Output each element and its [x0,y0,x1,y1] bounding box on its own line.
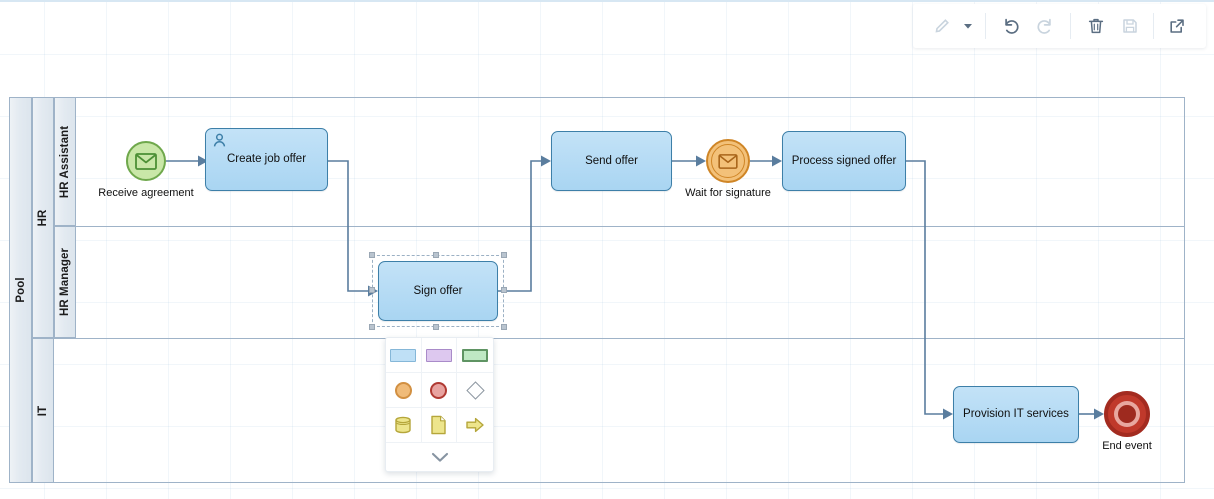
lane-label-it: IT [37,405,49,416]
resize-handle-w[interactable] [369,287,375,293]
palette-item-end-event[interactable] [421,373,458,408]
lane-label-hr-assistant: HR Assistant [59,125,71,198]
resize-handle-e[interactable] [501,287,507,293]
task-label: Provision IT services [963,408,1069,421]
task-provision-it-services[interactable]: Provision IT services [953,386,1079,443]
toolbar-group-history [986,9,1070,43]
pool-label: Pool [14,277,27,303]
intermediate-event-label: Wait for signature [685,187,771,199]
red-circle-icon [430,381,448,399]
task-label: Process signed offer [791,154,897,167]
toolbar-group-edit [917,9,985,43]
resize-handle-n[interactable] [433,252,439,258]
palette-item-data-store[interactable] [386,408,422,443]
toolbar-divider [985,13,986,39]
data-object-icon [431,415,447,435]
start-event-label: Receive agreement [98,187,194,199]
intermediate-event-wait-for-signature[interactable] [706,139,750,183]
envelope-icon [718,153,738,169]
green-rectangle-icon [462,348,489,362]
task-send-offer[interactable]: Send offer [551,131,672,191]
task-sign-offer[interactable]: Sign offer [378,261,498,321]
end-event-core [1118,405,1136,423]
lane-divider-hr-it [32,338,1185,339]
diamond-icon [465,380,485,400]
palette-item-gateway[interactable] [457,373,493,408]
toolbar-group-file [1071,9,1202,43]
palette-item-task[interactable] [386,338,422,373]
resize-handle-ne[interactable] [501,252,507,258]
palette-item-intermediate-event[interactable] [386,373,422,408]
palette-item-data-object[interactable] [421,408,458,443]
data-store-icon [395,416,412,434]
lane-header-hr-manager[interactable]: HR Manager [54,226,76,338]
envelope-icon [135,152,157,170]
shape-palette-grid [386,338,493,443]
resize-handle-s[interactable] [433,324,439,330]
chevron-down-icon [431,452,448,462]
trash-icon[interactable] [1079,9,1113,43]
task-create-job-offer[interactable]: Create job offer [205,128,328,191]
resize-handle-se[interactable] [501,324,507,330]
task-label: Create job offer [226,153,307,166]
lane-label-hr: HR [37,209,49,226]
resize-handle-nw[interactable] [369,252,375,258]
palette-item-call-activity[interactable] [457,338,493,373]
purple-rectangle-icon [425,348,452,362]
palette-item-subprocess[interactable] [421,338,458,373]
lane-header-it[interactable]: IT [32,338,54,483]
orange-circle-icon [394,381,412,399]
task-label: Send offer [585,154,638,167]
blue-rectangle-icon [390,348,417,362]
undo-icon[interactable] [994,9,1028,43]
export-icon[interactable] [1160,9,1194,43]
selection-outline [369,252,507,330]
task-label: Sign offer [413,284,463,297]
save-icon[interactable] [1113,9,1147,43]
user-task-icon [212,133,227,151]
lane-label-hr-manager: HR Manager [59,247,71,317]
redo-icon[interactable] [1028,9,1062,43]
palette-expand-button[interactable] [386,443,493,471]
palette-item-sequence-flow[interactable] [457,408,493,443]
editor-toolbar [913,4,1206,48]
chevron-down-icon[interactable] [959,9,977,43]
arrow-icon [466,417,484,433]
end-event-label: End event [1102,440,1152,452]
toolbar-divider [1153,13,1154,39]
lane-divider-assistant-manager [54,226,1185,227]
resize-handle-sw[interactable] [369,324,375,330]
shape-palette[interactable] [385,337,494,472]
canvas-top-rule [0,0,1214,2]
task-process-signed-offer[interactable]: Process signed offer [782,131,906,191]
edit-pencil-icon[interactable] [925,9,959,43]
lane-header-hr-assistant[interactable]: HR Assistant [54,97,76,226]
pool-header[interactable]: Pool [9,97,32,483]
start-event-receive-agreement[interactable] [126,141,166,181]
toolbar-divider [1070,13,1071,39]
lane-header-hr[interactable]: HR [32,97,54,338]
end-event[interactable] [1104,391,1150,437]
event-inner-ring [711,144,745,178]
